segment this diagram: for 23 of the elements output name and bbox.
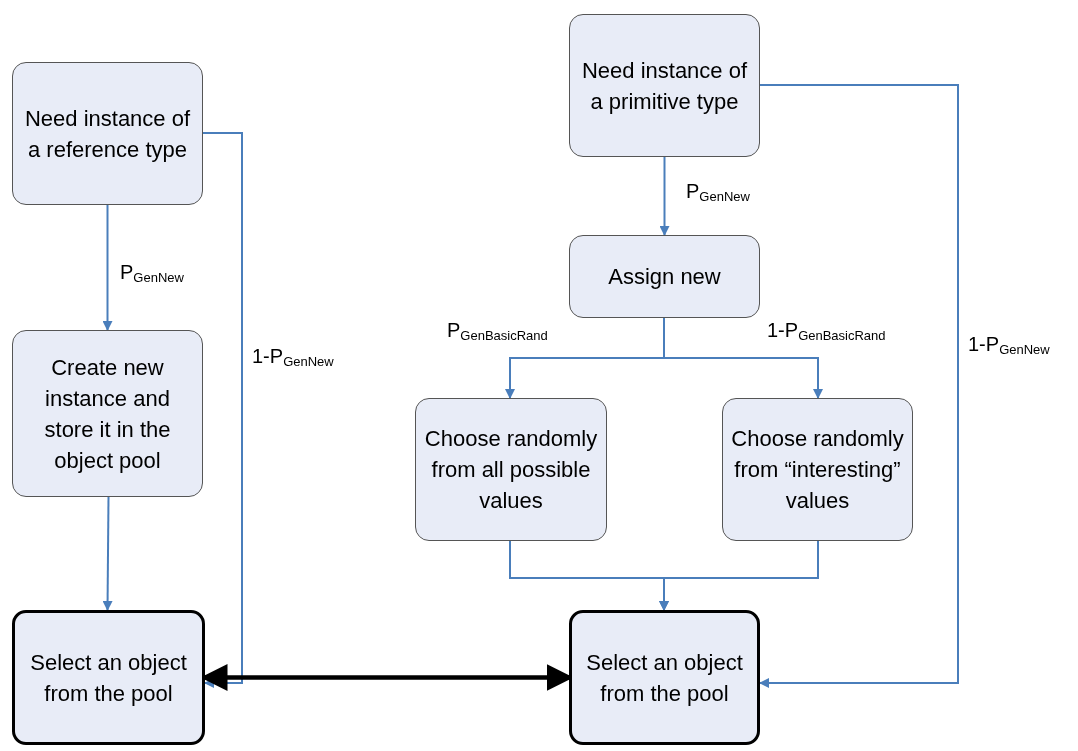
arrow	[659, 156, 670, 236]
process-box	[12, 62, 203, 205]
process-box	[569, 14, 760, 157]
arrow	[659, 540, 819, 611]
arrow	[102, 204, 113, 331]
process-box	[12, 610, 205, 745]
box-text: Create new instance and store it in the object pool	[43, 353, 172, 475]
process-box	[415, 398, 607, 541]
box-text: Choose randomly from “interesting” values	[731, 425, 904, 515]
arrow	[102, 496, 113, 611]
process-box	[569, 235, 760, 318]
box-text: Need instance of a primitive type	[580, 56, 749, 116]
box-text: Need instance of a reference type	[23, 104, 192, 164]
arrow	[202, 132, 243, 688]
box-text: Select an object from the pool	[585, 648, 744, 708]
box-text: Select an object from the pool	[29, 648, 188, 708]
box-text: Assign new	[608, 263, 721, 291]
arrow	[663, 317, 823, 399]
process-box	[12, 330, 203, 497]
process-box	[569, 610, 760, 745]
process-box	[722, 398, 913, 541]
box-text: Choose randomly from all possible values	[424, 425, 598, 515]
arrow	[759, 84, 959, 688]
